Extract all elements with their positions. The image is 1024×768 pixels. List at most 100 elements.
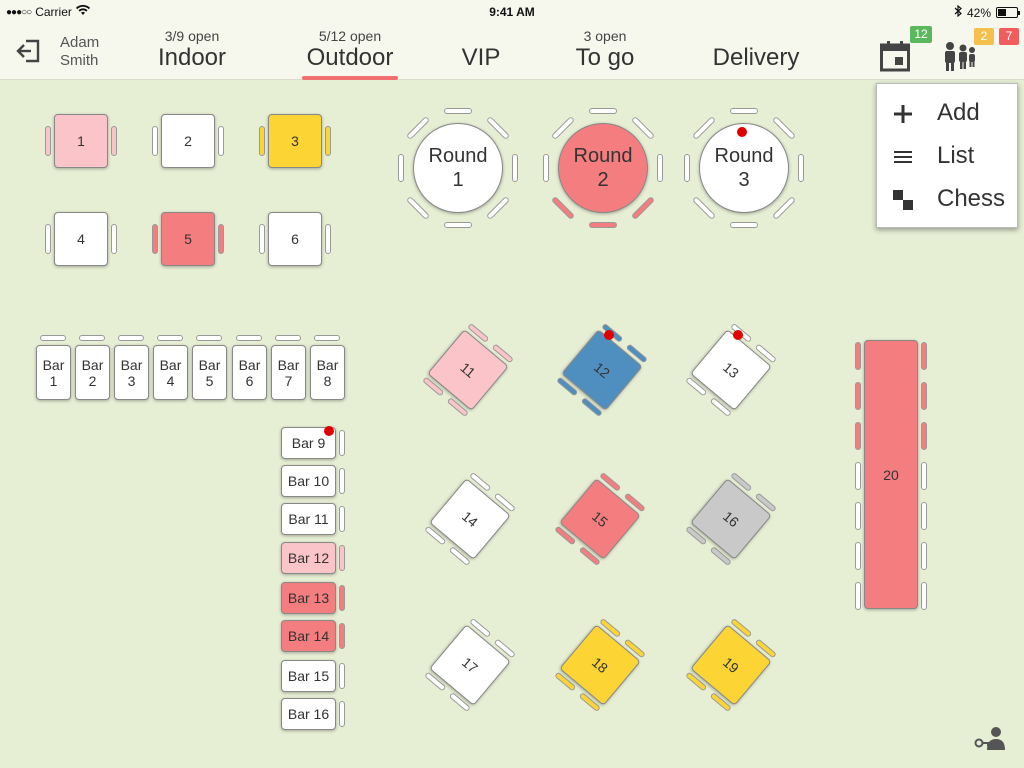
status-bar: ●●●○○ Carrier 9:41 AM 42% [0, 0, 1024, 24]
bar-label: Bar [316, 356, 339, 373]
chair [543, 154, 549, 182]
bar-label: Bar [120, 356, 143, 373]
waiting-count-badge: 2 [974, 28, 994, 45]
active-tab-underline [302, 76, 398, 80]
bar-number: 5 [205, 372, 214, 389]
bar-seat-16[interactable]: Bar 16 [281, 698, 336, 730]
chair [684, 154, 690, 182]
table-1[interactable]: 1 [54, 114, 108, 168]
alert-dot [737, 127, 747, 137]
diamond-table-group: 13 [661, 300, 802, 441]
chair [855, 502, 861, 530]
diamond-table-group: 12 [532, 300, 673, 441]
top-nav: Adam Smith 3/9 open Indoor 5/12 open Out… [0, 24, 1024, 80]
table-19[interactable]: 19 [690, 624, 772, 706]
bar-seat-15[interactable]: Bar 15 [281, 660, 336, 692]
diamond-table-group: 19 [661, 595, 802, 736]
chess-icon [891, 188, 915, 212]
menu-item-chess[interactable]: Chess [877, 178, 1019, 218]
diamond-table-group: 17 [400, 595, 541, 736]
menu-item-list[interactable]: List [877, 135, 1019, 175]
table-2[interactable]: 2 [161, 114, 215, 168]
chair [730, 108, 758, 114]
tab-delivery[interactable]: Delivery [708, 28, 804, 72]
chair [730, 222, 758, 228]
chair [921, 502, 927, 530]
menu-item-add[interactable]: Add [877, 92, 1019, 132]
bar-stool [339, 585, 345, 611]
bar-stool [314, 335, 340, 341]
add-menu: Add List Chess [876, 83, 1018, 228]
staff-key-icon[interactable] [974, 726, 1008, 750]
logout-icon[interactable] [14, 36, 44, 66]
chair [218, 126, 224, 156]
tab-vip[interactable]: VIP [455, 28, 507, 72]
table-16[interactable]: 16 [690, 478, 772, 560]
bar-label: Bar [238, 356, 261, 373]
table-12[interactable]: 12 [561, 329, 643, 411]
bar-stool [157, 335, 183, 341]
round-table-number: 3 [738, 169, 750, 191]
round-table-label: Round [428, 145, 488, 167]
wifi-icon [75, 4, 90, 19]
table-5[interactable]: 5 [161, 212, 215, 266]
tab-outdoor[interactable]: 5/12 open Outdoor [302, 28, 398, 80]
status-right: 42% [954, 4, 1020, 20]
bar-number: 7 [284, 372, 293, 389]
tab-outdoor-label: Outdoor [306, 44, 394, 71]
table-6[interactable]: 6 [268, 212, 322, 266]
bar-stool [79, 335, 105, 341]
tab-indoor[interactable]: 3/9 open Indoor [150, 28, 234, 72]
chair [589, 222, 617, 228]
table-13[interactable]: 13 [690, 329, 772, 411]
round-table-number: 2 [597, 169, 609, 191]
bar-number: 3 [127, 372, 136, 389]
chair [259, 126, 265, 156]
chair [657, 154, 663, 182]
bar-seat-12[interactable]: Bar 12 [281, 542, 336, 574]
tab-to-go[interactable]: 3 open To go [572, 28, 638, 72]
bar-stool [339, 545, 345, 571]
status-time: 9:41 AM [489, 5, 535, 19]
list-icon [891, 145, 915, 169]
bar-seat-11[interactable]: Bar 11 [281, 503, 336, 535]
table-11[interactable]: 11 [427, 329, 509, 411]
round-table-label: Round [714, 145, 774, 167]
people-icon[interactable] [942, 40, 978, 72]
bar-label: Bar [198, 356, 221, 373]
tab-to-go-open-count: 3 open [583, 28, 627, 44]
table-20[interactable]: 20 [864, 340, 918, 609]
table-15[interactable]: 15 [559, 478, 641, 560]
table-4[interactable]: 4 [54, 212, 108, 266]
bar-label: Bar [42, 356, 65, 373]
table-14[interactable]: 14 [429, 478, 511, 560]
chair [921, 542, 927, 570]
bar-seat-14[interactable]: Bar 14 [281, 620, 336, 652]
user-name: Adam Smith [60, 34, 99, 70]
tab-outdoor-open-count: 5/12 open [318, 28, 382, 44]
tab-delivery-label: Delivery [712, 44, 800, 71]
calendar-icon[interactable] [880, 40, 910, 72]
bar-seat-13[interactable]: Bar 13 [281, 582, 336, 614]
chair [45, 126, 51, 156]
bar-stool [339, 430, 345, 456]
tab-vip-open-count [455, 28, 507, 44]
diamond-table-group: 18 [530, 595, 671, 736]
table-3[interactable]: 3 [268, 114, 322, 168]
table-18[interactable]: 18 [559, 624, 641, 706]
bar-number: 8 [323, 372, 332, 389]
bar-seat-10[interactable]: Bar 10 [281, 465, 336, 497]
table-17[interactable]: 17 [429, 624, 511, 706]
